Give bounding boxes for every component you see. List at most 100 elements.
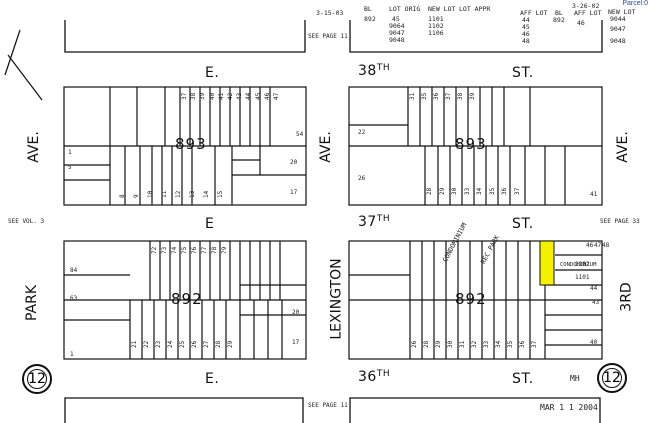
street-e38-num: 38: [358, 63, 377, 79]
lot-number-ne-top-2: 36: [433, 92, 440, 100]
street-e36-num: 36: [358, 369, 377, 385]
header-lot-orig-label: LOT ORIG: [389, 5, 421, 13]
section-number-left: 12: [28, 371, 46, 387]
lot-number-ne-bottom-6: 36: [501, 187, 508, 195]
lot-number-se-bottom-4: 31: [459, 340, 466, 348]
block-893-west: [63, 86, 307, 206]
street-e37-name: 37TH: [358, 215, 390, 230]
lot-number-sw-bottom-2: 23: [155, 340, 162, 348]
see-page-bottom-label: SEE PAGE 11: [308, 402, 348, 409]
lot-number-sw-side-2: 84: [70, 267, 78, 274]
section-circle-left: 12: [22, 364, 52, 394]
lot-number-ne-side-1: 26: [358, 175, 366, 182]
avenue-park-label: PARK: [24, 284, 41, 322]
lot-number-sw-top-1: 73: [161, 246, 168, 254]
avenue-park-ave-label: AVE.: [25, 131, 42, 163]
lot-number-se-bottom-9: 36: [519, 340, 526, 348]
lot-number-se-side-1: 44: [590, 285, 598, 292]
lot-number-ne-bottom-3: 33: [463, 187, 471, 195]
header-right-new-lot: NEW LOT: [608, 8, 636, 16]
avenue-third-ave-label: AVE.: [614, 131, 631, 163]
header-bl2-label: BL: [555, 9, 563, 17]
header-right-9044: 9044: [610, 15, 626, 23]
lot-number-sw-bottom-8: 29: [227, 340, 234, 348]
header-right-9047: 9047: [610, 25, 626, 33]
header-lot-9064: 9064: [389, 22, 405, 30]
lot-number-se-bottom-0: 26: [411, 340, 418, 348]
lot-number-nw-bottom-4: 12: [175, 190, 182, 198]
see-page-right-label: SEE PAGE 33: [600, 218, 640, 225]
lot-number-se-bottom-5: 32: [471, 340, 478, 348]
lot-number-nw-bottom-3: 11: [161, 190, 168, 198]
block-number-se: 892: [455, 290, 487, 308]
lot-number-nw-bottom-7: 15: [217, 190, 224, 198]
lot-number-sw-top-5: 77: [201, 246, 208, 254]
lot-number-ne-side-2: 22: [358, 129, 366, 136]
lot-number-sw-bottom-7: 28: [215, 340, 222, 348]
lot-number-se-top-2: 48: [602, 242, 610, 249]
lot-number-nw-bottom-6: 14: [203, 190, 210, 198]
header-block-892: 892: [364, 15, 376, 23]
avenue-lexington-label: LEXINGTON: [328, 258, 345, 340]
lot-number-sw-bottom-0: 21: [131, 340, 138, 348]
lot-number-sw-side-0: 1: [70, 351, 74, 358]
lot-number-se-side-4: 1102: [575, 261, 590, 268]
street-e36-sup: TH: [376, 369, 391, 379]
header-lot-45: 45: [392, 15, 400, 23]
header-lot-appr-label: LOT APPR: [459, 5, 491, 13]
lot-number-nw-side-1: 5: [68, 164, 72, 171]
lot-number-sw-top-6: 78: [211, 246, 218, 254]
header-date: 3-15-03: [316, 9, 344, 17]
lot-number-nw-top-8: 45: [254, 92, 262, 100]
bottom-partial-block: [64, 397, 601, 423]
lot-number-nw-top-4: 41: [217, 92, 225, 100]
block-892-west: [63, 240, 307, 360]
lot-number-nw-top-9: 46: [263, 92, 271, 100]
see-vol-left-label: SEE VOL. 3: [8, 218, 45, 225]
header-aff-45: 45: [522, 23, 530, 31]
header-new-1101: 1101: [428, 15, 444, 23]
lot-number-nw-side-0: 1: [68, 149, 72, 156]
section-circle-right: 12: [597, 363, 627, 393]
parcel-id-label: Parcel:0: [622, 0, 648, 7]
header-aff2-46: 46: [577, 19, 585, 27]
lot-number-se-bottom-1: 28: [423, 340, 430, 348]
stamp-date: MAR 1 1 2004: [540, 403, 598, 412]
street-e38-name: 38TH: [358, 63, 390, 79]
lot-number-nw-bottom-1: 9: [133, 194, 140, 198]
lot-number-sw-side-3: 20: [292, 309, 300, 316]
lot-number-sw-bottom-4: 25: [179, 340, 186, 348]
header-bl2-892: 892: [553, 16, 565, 24]
lot-number-ne-bottom-2: 30: [451, 187, 458, 195]
header-lot-9047: 9047: [389, 29, 405, 37]
street-e36-name: 36TH: [358, 369, 391, 385]
see-page-top-label: SEE PAGE 11: [308, 33, 348, 40]
block-number-nw: 893: [175, 135, 207, 153]
street-e37-prefix: E: [205, 216, 215, 232]
avenue-lexington-ave-label: AVE.: [317, 131, 334, 163]
lot-number-nw-top-3: 40: [208, 92, 216, 100]
lot-number-sw-side-1: 63: [70, 295, 78, 302]
highlighted-parcel[interactable]: [539, 240, 555, 286]
lot-number-nw-top-10: 47: [273, 92, 280, 100]
block-892-east: [348, 240, 603, 360]
street-e38-suffix: ST.: [512, 65, 534, 81]
lot-number-ne-bottom-1: 29: [438, 187, 446, 195]
lot-number-nw-top-2: 39: [199, 92, 207, 100]
header-aff-46: 46: [522, 30, 530, 38]
header-right-9048: 9048: [610, 37, 626, 45]
lot-number-nw-top-1: 38: [190, 92, 198, 100]
lot-number-ne-top-0: 31: [409, 92, 416, 100]
top-partial-block: [64, 20, 603, 53]
lot-number-ne-bottom-7: 37: [513, 187, 521, 195]
header-new-lot-label: NEW LOT: [428, 5, 456, 13]
lot-number-ne-side-0: 41: [590, 191, 598, 198]
lot-number-se-bottom-10: 37: [531, 340, 538, 348]
lot-number-sw-top-7: 79: [221, 246, 228, 254]
lot-number-nw-top-5: 42: [227, 92, 234, 100]
header-new-1106: 1106: [428, 29, 444, 37]
lot-number-se-bottom-2: 29: [435, 340, 442, 348]
lot-number-nw-top-6: 43: [236, 92, 244, 100]
header-aff-48: 48: [522, 37, 530, 45]
